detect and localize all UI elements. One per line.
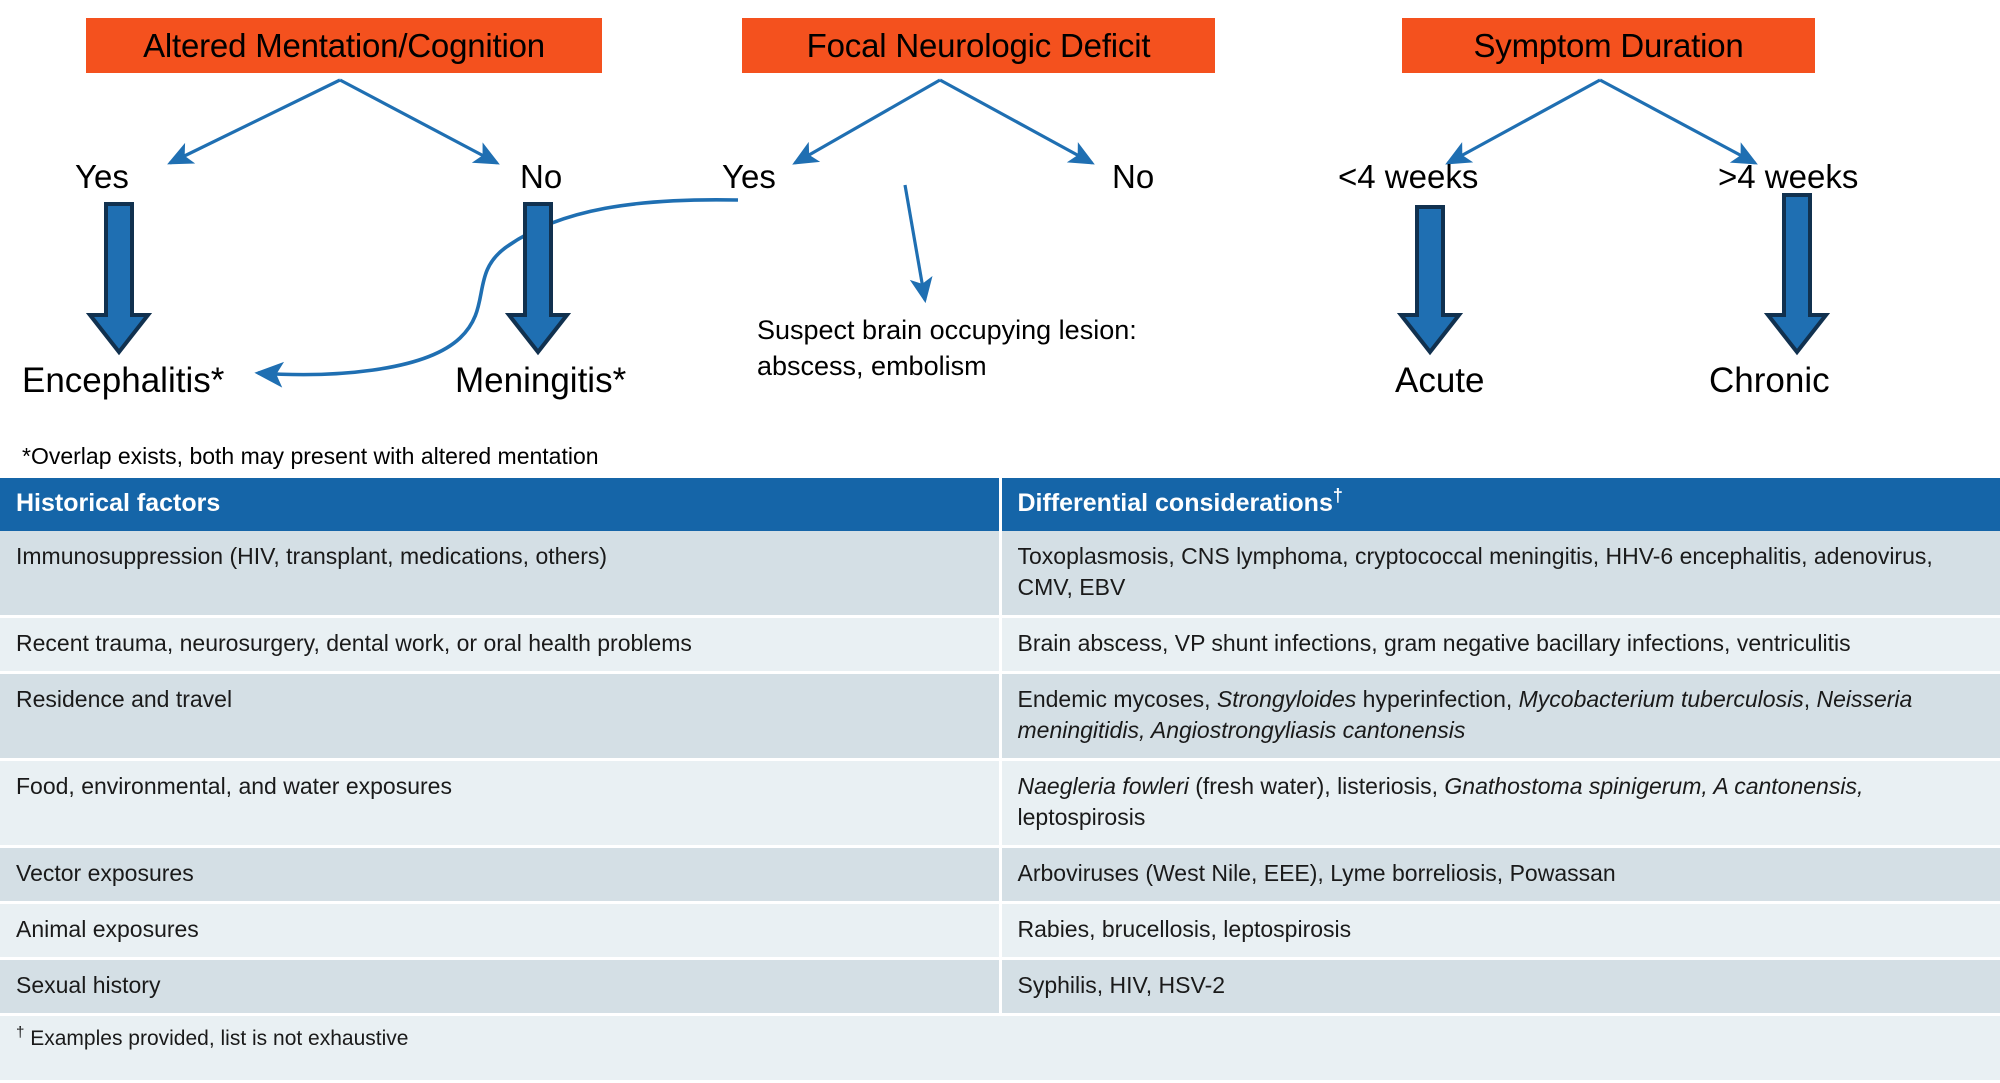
cell-historical-factor: Vector exposures bbox=[0, 846, 1000, 903]
cell-differential-consideration: Rabies, brucellosis, leptospirosis bbox=[998, 902, 2000, 959]
historical-factors-table: Historical factors Differential consider… bbox=[0, 478, 2000, 1083]
differential-text: Toxoplasmosis, CNS lymphoma, cryptococca… bbox=[1017, 543, 1933, 601]
branch-label-duration-long: >4 weeks bbox=[1718, 158, 1859, 195]
cell-historical-factor: Residence and travel bbox=[0, 672, 1000, 760]
table-footnote-text: Examples provided, list is not exhaustiv… bbox=[30, 1027, 409, 1051]
dagger-marker-icon: † bbox=[1332, 485, 1343, 506]
cell-differential-consideration: Brain abscess, VP shunt infections, gram… bbox=[998, 616, 2000, 673]
note-suspect-brain-lesion: Suspect brain occupying lesion: abscess,… bbox=[757, 313, 1137, 385]
table-row: Sexual history Syphilis, HIV, HSV-2 bbox=[0, 958, 2000, 1015]
cell-historical-factor: Food, environmental, and water exposures bbox=[0, 759, 1000, 847]
table-row: Immunosuppression (HIV, transplant, medi… bbox=[0, 531, 2000, 617]
block-arrow-altered-yes bbox=[85, 202, 153, 356]
flowchart-connectors bbox=[85, 78, 1831, 388]
table-row: Recent trauma, neurosurgery, dental work… bbox=[0, 616, 2000, 673]
dagger-marker-icon: † bbox=[16, 1024, 25, 1042]
outcome-chronic: Chronic bbox=[1709, 361, 1830, 400]
branch-label-altered-no: No bbox=[520, 158, 563, 195]
branch-lines-duration bbox=[1445, 78, 1758, 165]
differential-text: Rabies, brucellosis, leptospirosis bbox=[1017, 916, 1352, 943]
diagnostic-flowchart: Altered Mentation/Cognition Focal Neurol… bbox=[0, 0, 2000, 469]
cell-historical-factor: Sexual history bbox=[0, 958, 1000, 1015]
note-suspect-line2: abscess, embolism bbox=[757, 350, 987, 381]
banner-focal-neurologic-deficit: Focal Neurologic Deficit bbox=[742, 18, 1215, 73]
cell-historical-factor: Animal exposures bbox=[0, 902, 1000, 959]
cell-differential-consideration: Endemic mycoses, Strongyloides hyperinfe… bbox=[998, 672, 2000, 760]
block-arrow-altered-no bbox=[504, 202, 572, 356]
differential-text: (fresh water), listeriosis, bbox=[1188, 773, 1445, 800]
branch-label-duration-short: <4 weeks bbox=[1338, 158, 1479, 195]
curved-connector-focal-yes-to-encephalitis bbox=[254, 197, 739, 388]
differential-text: Endemic mycoses, bbox=[1017, 686, 1217, 713]
cell-differential-consideration: Arboviruses (West Nile, EEE), Lyme borre… bbox=[998, 846, 2000, 903]
pathogen-name: Gnathostoma spinigerum, A cantonensis, bbox=[1444, 773, 1864, 800]
table-row: Vector exposures Arboviruses (West Nile, … bbox=[0, 846, 2000, 903]
differential-text: Syphilis, HIV, HSV-2 bbox=[1017, 972, 1226, 999]
differential-text: hyperinfection, bbox=[1356, 686, 1519, 713]
table-footnote-row: † Examples provided, list is not exhaust… bbox=[0, 1014, 2000, 1082]
column-header-differential-text: Differential considerations bbox=[1017, 489, 1333, 517]
table-header-row: Historical factors Differential consider… bbox=[0, 478, 2000, 531]
differential-text: Brain abscess, VP shunt infections, gram… bbox=[1017, 630, 1851, 657]
table-footnote: † Examples provided, list is not exhaust… bbox=[0, 1014, 2000, 1082]
outcome-meningitis: Meningitis* bbox=[455, 361, 627, 400]
table-row: Animal exposures Rabies, brucellosis, lep… bbox=[0, 902, 2000, 959]
pathogen-name: Mycobacterium tuberculosis bbox=[1518, 686, 1804, 713]
cell-differential-consideration: Toxoplasmosis, CNS lymphoma, cryptococca… bbox=[998, 531, 2000, 617]
differential-text: leptospirosis bbox=[1017, 804, 1146, 831]
note-suspect-line1: Suspect brain occupying lesion: bbox=[757, 315, 1137, 345]
pathogen-name: Naegleria fowleri bbox=[1017, 773, 1189, 800]
flowchart-footnote-overlap: *Overlap exists, both may present with a… bbox=[22, 443, 599, 469]
cell-differential-consideration: Syphilis, HIV, HSV-2 bbox=[998, 958, 2000, 1015]
pathogen-name: Neisseria meningitidis, Angiostrongylias… bbox=[1017, 686, 1913, 744]
cell-differential-consideration: Naegleria fowleri (fresh water), listeri… bbox=[998, 759, 2000, 847]
differential-text: Arboviruses (West Nile, EEE), Lyme borre… bbox=[1017, 860, 1616, 887]
cell-historical-factor: Recent trauma, neurosurgery, dental work… bbox=[0, 616, 1000, 673]
branch-lines-focal bbox=[792, 78, 1095, 304]
branch-lines-altered bbox=[167, 78, 500, 165]
block-arrow-duration-short bbox=[1396, 205, 1464, 356]
cell-historical-factor: Immunosuppression (HIV, transplant, medi… bbox=[0, 531, 1000, 617]
outcome-acute: Acute bbox=[1395, 361, 1485, 400]
pathogen-name: Strongyloides bbox=[1216, 686, 1357, 713]
branch-label-focal-yes: Yes bbox=[722, 158, 776, 195]
column-header-historical-factors: Historical factors bbox=[0, 478, 1000, 531]
table-row: Food, environmental, and water exposures… bbox=[0, 759, 2000, 847]
branch-label-focal-no: No bbox=[1112, 158, 1155, 195]
banner-symptom-duration: Symptom Duration bbox=[1402, 18, 1815, 73]
branch-label-altered-yes: Yes bbox=[75, 158, 129, 195]
outcome-encephalitis: Encephalitis* bbox=[22, 361, 225, 400]
block-arrow-duration-long bbox=[1763, 193, 1831, 356]
banner-altered-mentation: Altered Mentation/Cognition bbox=[86, 18, 602, 73]
column-header-differential-considerations: Differential considerations† bbox=[998, 478, 2000, 531]
table-body: Immunosuppression (HIV, transplant, medi… bbox=[0, 531, 2000, 1082]
differential-text: , bbox=[1803, 686, 1817, 713]
